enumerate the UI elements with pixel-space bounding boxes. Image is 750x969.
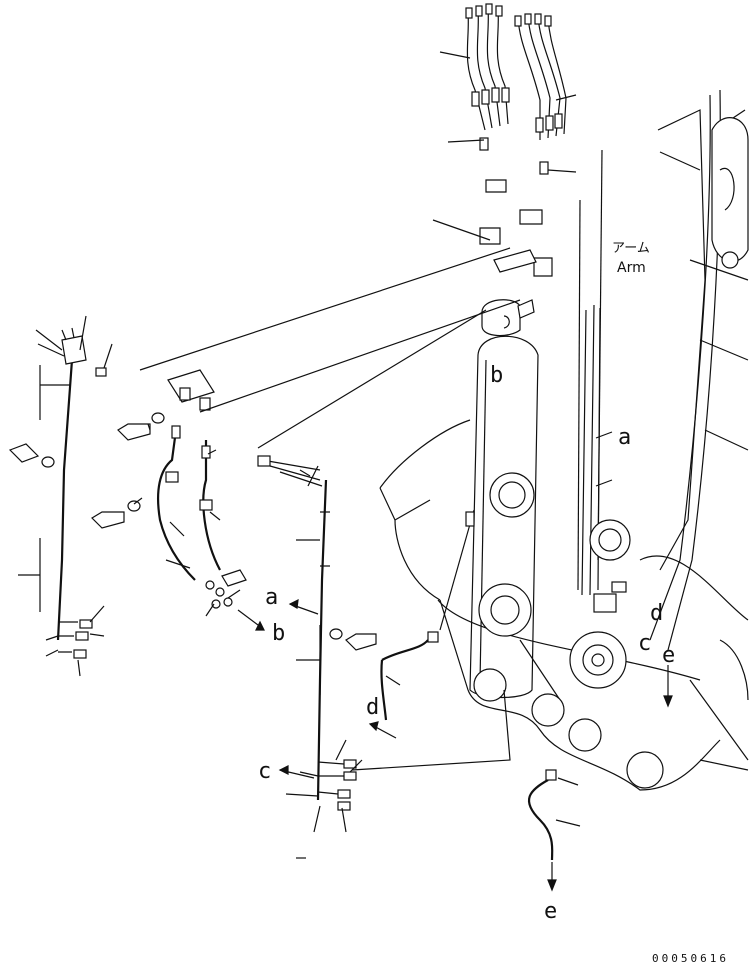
label-e-bottom: e [544, 899, 557, 924]
label-d-left: d [366, 695, 379, 720]
label-c-right: c [638, 631, 651, 656]
label-b-left: b [272, 621, 285, 646]
label-e-right: e [662, 643, 675, 668]
label-a-left: a [265, 585, 278, 610]
arm-label-en: Arm [617, 260, 646, 276]
hose-e [527, 769, 557, 861]
leader-lines [18, 51, 701, 859]
tube-left [56, 327, 107, 659]
clamp-blocks [167, 179, 553, 411]
arrows [237, 431, 673, 892]
tube-middle [157, 425, 247, 609]
arm-label-jp: アーム [612, 241, 650, 256]
drawing-number: 00050616 [652, 952, 729, 965]
label-a-top: a [618, 425, 631, 450]
label-c-left: c [258, 759, 271, 784]
hose-d [380, 509, 475, 721]
hose-bundle-right [514, 13, 567, 175]
hose-bundle-left [465, 3, 510, 151]
bolts [8, 412, 377, 651]
arm-structure [379, 89, 749, 791]
label-b-top: b [490, 363, 503, 388]
label-d-right: d [650, 601, 663, 626]
